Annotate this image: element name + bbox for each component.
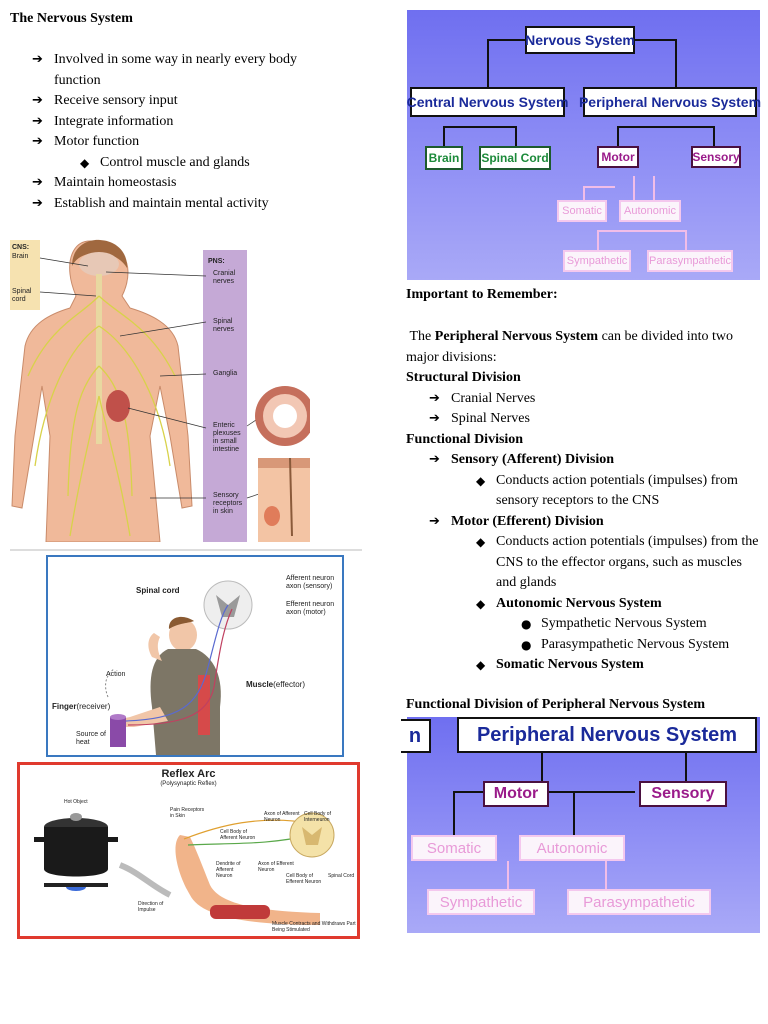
motor-node: Motor <box>483 781 549 807</box>
pns-node: Peripheral Nervous System <box>579 87 761 117</box>
brain-node: Brain <box>425 146 463 170</box>
dot-icon: ● <box>521 637 532 652</box>
bullet-item: ➔Motor function <box>32 132 344 153</box>
reflex-arc-title: Reflex Arc <box>161 768 216 780</box>
dendrite-label: Dendrite of Afferent Neuron <box>216 861 241 879</box>
bullet-item: ➔Spinal Nerves <box>429 409 764 430</box>
arrow-icon: ➔ <box>32 113 43 129</box>
motor-node: Motor <box>597 146 639 168</box>
functional-division-heading: Functional Division of Peripheral Nervou… <box>406 697 706 712</box>
cns-node: Central Nervous System <box>407 87 568 117</box>
interneuron-cell-label: Cell Body of Interneuron <box>304 811 331 823</box>
bullet-item: ➔Establish and maintain mental activity <box>32 194 344 215</box>
cut-off-node: n <box>401 719 431 753</box>
arrow-icon: ➔ <box>32 52 43 67</box>
sub-bullet-item: ◆Conducts action potentials (impulses) f… <box>476 534 759 590</box>
diamond-icon: ◆ <box>476 658 486 672</box>
efferent-axon-label: Efferent neuron axon (motor) <box>286 601 335 616</box>
arrow-icon: ➔ <box>32 93 43 108</box>
arrow-icon: ➔ <box>32 175 43 190</box>
arrow-icon: ➔ <box>32 134 43 149</box>
reflex-arc-figure: Reflex Arc (Polysynaptic Reflex) Hot Obj… <box>17 762 360 939</box>
reflex-arm-illustration <box>105 580 253 755</box>
sub-sub-bullet-item: ●Sympathetic Nervous System <box>521 614 764 635</box>
bullet-item: ➔Integrate information <box>32 112 344 133</box>
muscle-label: Muscle(effector) <box>246 680 305 689</box>
bullet-item: ➔Involved in some way in nearly every bo… <box>32 52 297 88</box>
sensory-node: Sensory <box>639 781 727 807</box>
diamond-icon: ◆ <box>476 596 486 611</box>
spinal-cord-node: Spinal Cord <box>479 146 551 170</box>
ganglia-label: Ganglia <box>213 370 238 377</box>
bullet-item: ➔Sensory (Afferent) Division <box>429 450 764 471</box>
bullet-item: ➔Motor (Efferent) Division <box>429 512 764 533</box>
nervous-system-body-figure: CNS: Brain Spinal cord PNS: Cranial nerv… <box>10 236 310 542</box>
sub-bullet-item: ◆Somatic Nervous System <box>476 655 764 676</box>
brain-label: Brain <box>12 253 29 260</box>
muscle-contracts-label: Muscle Contracts and Withdraws Part Bein… <box>272 921 356 933</box>
afferent-axon-label: Afferent neuron axon (sensory) <box>286 575 335 590</box>
reflex-arc-subtitle: (Polysynaptic Reflex) <box>160 781 217 787</box>
sensory-node: Sensory <box>691 146 741 168</box>
autonomic-node: Autonomic <box>619 200 681 222</box>
finger-label: Finger(receiver) <box>52 702 111 711</box>
nervous-system-node: Nervous System <box>525 26 635 54</box>
pns-intro: The Peripheral Nervous System can be div… <box>406 329 733 365</box>
spinal-nerves-label: Spinal nerves <box>213 318 235 333</box>
bullet-item: ➔Cranial Nerves <box>429 389 764 410</box>
diamond-icon: ◆ <box>80 155 90 170</box>
arrow-icon: ➔ <box>429 513 440 529</box>
arrow-icon: ➔ <box>429 411 440 426</box>
hot-object-label: Hot Object <box>64 799 88 805</box>
important-heading: Important to Remember: <box>406 287 558 302</box>
sub-bullet-item: ◆Autonomic Nervous System <box>476 594 764 615</box>
diamond-icon: ◆ <box>476 473 486 488</box>
enteric-plexuses-label: Enteric plexuses in small intestine <box>213 422 241 453</box>
bullet-item: ➔Receive sensory input <box>32 91 344 112</box>
diamond-icon: ◆ <box>476 535 486 549</box>
sympathetic-node: Sympathetic <box>427 889 535 915</box>
arrow-icon: ➔ <box>429 452 440 467</box>
cranial-nerves-label: Cranial nerves <box>213 270 236 285</box>
arrow-icon: ➔ <box>429 390 440 406</box>
functional-heading: Functional Division <box>406 431 524 447</box>
autonomic-node: Autonomic <box>519 835 625 861</box>
efferent-cell-label: Cell Body of Efferent Neuron <box>286 873 322 885</box>
nervous-system-diagram: Nervous System Central Nervous System Pe… <box>407 10 761 280</box>
dot-icon: ● <box>521 617 532 631</box>
sympathetic-node: Sympathetic <box>563 250 631 272</box>
efferent-axon-label: Axon of Efferent Neuron <box>258 861 294 873</box>
cns-label: CNS: <box>12 244 30 251</box>
sub-sub-bullet-item: ●Parasympathetic Nervous System <box>521 635 764 656</box>
spinal-cord-label: Spinal cord <box>12 288 32 303</box>
pns-label: PNS: <box>208 258 225 265</box>
sub-bullet-item: ◆Conducts action potentials (impulses) f… <box>476 472 738 509</box>
pain-receptors-label: Pain Receptors in Skin <box>170 807 205 819</box>
body-illustration <box>10 239 310 542</box>
afferent-cell-label: Cell Body of Afferent Neuron <box>220 829 256 841</box>
divider <box>10 549 362 551</box>
pns-node: Peripheral Nervous System <box>457 717 757 753</box>
somatic-node: Somatic <box>411 835 497 861</box>
parasympathetic-node: Parasympathetic <box>567 889 711 915</box>
bullet-item: ➔Maintain homeostasis <box>32 173 344 194</box>
nervous-system-bullets: ➔Involved in some way in nearly every bo… <box>32 50 344 215</box>
structural-heading: Structural Division <box>406 370 521 385</box>
sub-bullet-item: ◆Control muscle and glands <box>80 153 344 174</box>
reflex-arc-illustration <box>34 812 335 925</box>
source-of-heat-label: Source of heat <box>76 731 106 746</box>
direction-label: Direction of Impulse <box>138 901 164 913</box>
parasympathetic-node: Parasympathetic <box>647 250 733 272</box>
somatic-node: Somatic <box>557 200 607 222</box>
action-label: Action <box>106 671 126 678</box>
spinal-cord-label: Spinal Cord <box>328 873 355 879</box>
arrow-icon: ➔ <box>32 195 43 211</box>
sensory-receptors-label: Sensory receptors in skin <box>213 492 243 515</box>
afferent-axon-label: Axon of Afferent Neuron <box>264 811 300 823</box>
spinal-cord-label: Spinal cord <box>136 586 180 595</box>
peripheral-nervous-system-diagram: n Peripheral Nervous System Motor Sensor… <box>401 717 760 933</box>
page-title: The Nervous System <box>10 11 133 26</box>
reflex-arm-figure: Spinal cord Afferent neuron axon (sensor… <box>46 555 344 757</box>
pns-divisions: Structural Division ➔Cranial Nerves ➔Spi… <box>406 368 764 676</box>
